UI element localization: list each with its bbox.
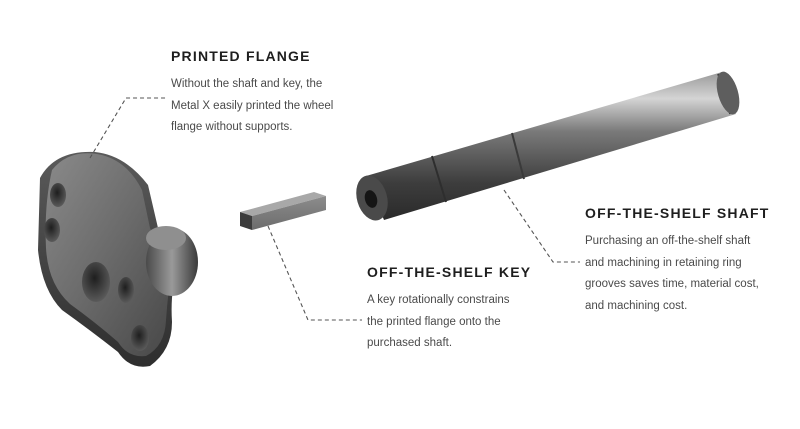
bolt-hole	[118, 277, 134, 303]
description-line: grooves saves time, material cost,	[585, 278, 759, 290]
key-callout-description: A key rotationally constrains the printe…	[367, 290, 567, 355]
description-line: and machining in retaining ring	[585, 256, 742, 269]
bolt-hole	[50, 183, 66, 207]
shaft-leader-line	[503, 189, 580, 263]
flange-callout: PRINTED FLANGE Without the shaft and key…	[171, 48, 386, 139]
key-callout: OFF-THE-SHELF KEY A key rotationally con…	[367, 264, 567, 355]
shaft-part	[356, 71, 740, 221]
printed-flange-part	[38, 151, 198, 367]
keyed-bore	[82, 262, 110, 302]
key-part	[240, 192, 326, 230]
shaft-callout: OFF-THE-SHELF SHAFT Purchasing an off-th…	[585, 205, 797, 317]
description-line: flange without supports.	[171, 121, 293, 133]
description-line: purchased shaft.	[367, 337, 453, 349]
bolt-hole	[131, 325, 149, 351]
description-line: the printed flange onto the	[367, 315, 501, 328]
flange-callout-description: Without the shaft and key, the Metal X e…	[171, 74, 386, 139]
description-line: Metal X easily printed the wheel	[171, 99, 334, 112]
leader-lines	[89, 97, 580, 321]
key-leader-line	[267, 225, 362, 321]
description-line: and machining cost.	[585, 299, 688, 312]
description-line: Without the shaft and key, the	[171, 78, 323, 90]
shaft-callout-description: Purchasing an off-the-shelf shaft and ma…	[585, 231, 797, 317]
key-callout-title: OFF-THE-SHELF KEY	[367, 264, 532, 280]
shaft-callout-title: OFF-THE-SHELF SHAFT	[585, 205, 770, 221]
description-line: Purchasing an off-the-shelf shaft	[585, 235, 751, 247]
bolt-hole	[44, 218, 60, 242]
flange-leader-line	[89, 97, 166, 159]
description-line: A key rotationally constrains	[367, 294, 510, 306]
flange-callout-title: PRINTED FLANGE	[171, 48, 311, 64]
